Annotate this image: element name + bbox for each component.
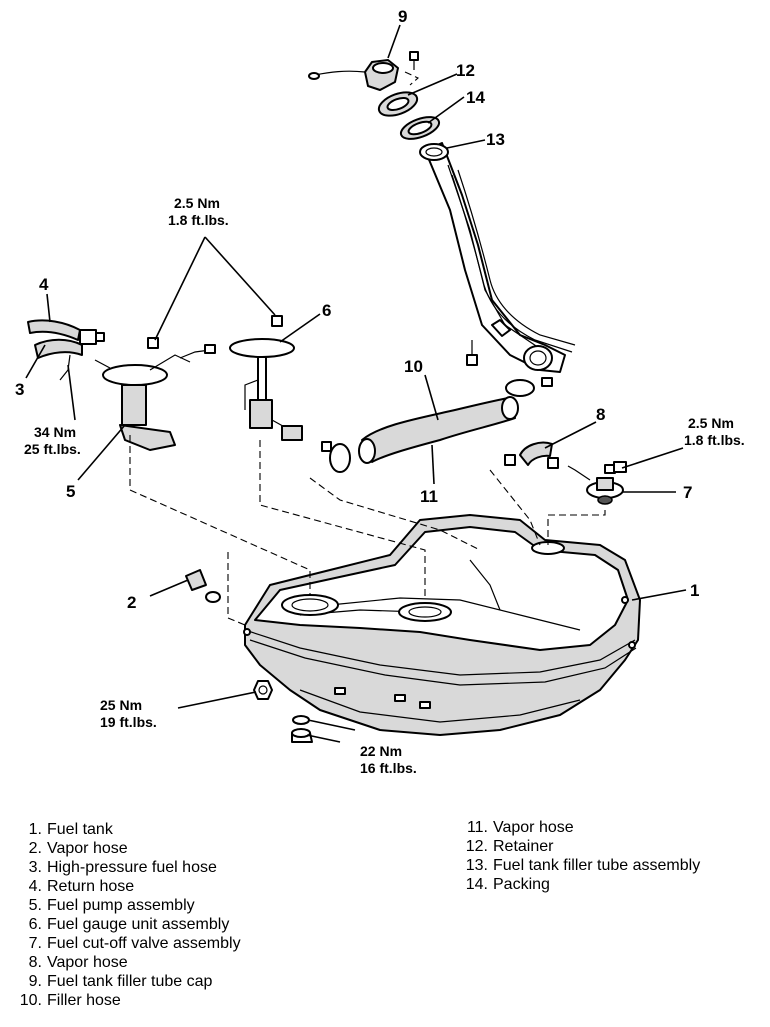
callout-8: 8 [596, 405, 605, 424]
legend-number: 3. [28, 859, 42, 876]
hose-clamp-upper [505, 377, 553, 397]
torque-valve-metric: 2.5 Nm [688, 415, 734, 431]
legend-number: 11. [466, 819, 488, 836]
vapor-hose-upper [504, 441, 559, 469]
legend-item: 7. Fuel cut-off valve assembly [12, 934, 342, 953]
legend-number: 12. [465, 838, 488, 855]
legend-item: 11. Vapor hose [458, 818, 763, 837]
legend-label: Fuel tank filler tube assembly [493, 857, 701, 874]
high-pressure-hose [34, 338, 83, 359]
filler-cap [308, 59, 399, 91]
callout-13: 13 [486, 130, 505, 149]
legend-number: 1. [28, 821, 42, 838]
callout-9: 9 [398, 7, 407, 26]
legend-label: Return hose [47, 878, 135, 895]
callout-7: 7 [683, 483, 692, 502]
legend-label: Vapor hose [47, 954, 128, 971]
tank-nut-left [253, 680, 273, 700]
legend-number: 6. [28, 916, 42, 933]
filler-hose [358, 396, 519, 464]
legend-number: 8. [28, 954, 42, 971]
callout-11: 11 [420, 487, 438, 506]
torque-return-metric: 34 Nm [34, 424, 76, 440]
callout-3: 3 [15, 380, 24, 399]
legend-item: 13. Fuel tank filler tube assembly [458, 856, 763, 875]
legend-item: 8. Vapor hose [12, 953, 342, 972]
legend-label: Filler hose [47, 992, 121, 1009]
legend-number: 13. [465, 857, 488, 874]
legend-item: 3. High-pressure fuel hose [12, 858, 342, 877]
legend-item: 14. Packing [458, 875, 763, 894]
callout-2: 2 [127, 593, 136, 612]
callout-4: 4 [39, 275, 49, 294]
legend-label: Retainer [493, 838, 554, 855]
return-hose [27, 319, 81, 341]
vapor-hose-left [185, 569, 221, 603]
callout-10: 10 [404, 357, 423, 376]
torque-sender-imperial: 1.8 ft.lbs. [168, 212, 229, 228]
legend-number: 7. [28, 935, 42, 952]
legend-item: 12. Retainer [458, 837, 763, 856]
legend-left: 1. Fuel tank 2. Vapor hose 3. High-pressure… [12, 820, 342, 1010]
callout-numbers: 1 2 3 4 5 6 7 8 9 10 11 12 13 14 [15, 7, 699, 612]
legend-label: Vapor hose [493, 819, 574, 836]
retainer [377, 91, 419, 117]
legend-item: 1. Fuel tank [12, 820, 342, 839]
legend-number: 14. [465, 876, 488, 893]
legend-number: 9. [28, 973, 42, 990]
legend-item: 9. Fuel tank filler tube cap [12, 972, 342, 991]
legend-label: Packing [493, 876, 550, 893]
legend-right: 11. Vapor hose 12. Retainer 13. Fuel tank f… [458, 818, 763, 894]
legend-number: 2. [28, 840, 42, 857]
fuel-system-exploded-diagram: 1 2 3 4 5 6 7 8 9 10 11 12 13 14 2.5 Nm … [15, 7, 745, 776]
legend-label: Fuel tank [47, 821, 113, 838]
callout-5: 5 [66, 482, 75, 501]
legend-item: 4. Return hose [12, 877, 342, 896]
legend-item: 2. Vapor hose [12, 839, 342, 858]
torque-return-imperial: 25 ft.lbs. [24, 441, 81, 457]
filler-tube-assembly [419, 142, 576, 373]
torque-valve-imperial: 1.8 ft.lbs. [684, 432, 745, 448]
callout-6: 6 [322, 301, 331, 320]
tank-nut-right [291, 715, 313, 743]
torque-strap-left-imperial: 19 ft.lbs. [100, 714, 157, 730]
legend-item: 5. Fuel pump assembly [12, 896, 342, 915]
legend-number: 5. [28, 897, 42, 914]
legend-number: 4. [28, 878, 42, 895]
legend-item: 10. Filler hose [12, 991, 342, 1010]
legend-label: Fuel pump assembly [47, 897, 195, 914]
torque-strap-left-metric: 25 Nm [100, 697, 142, 713]
torque-sender-metric: 2.5 Nm [174, 195, 220, 211]
hose-clamp-lower [321, 441, 351, 473]
assembly-guide-lines [129, 435, 606, 626]
pump-bolt [147, 337, 159, 349]
fuel-gauge-unit [229, 338, 303, 441]
cutoff-valve [567, 464, 624, 505]
filler-bolt [466, 340, 478, 366]
fuel-pump-assembly [94, 354, 191, 451]
leader-lines [25, 24, 687, 743]
cap-screw [409, 51, 419, 70]
legend-label: Fuel gauge unit assembly [47, 916, 230, 933]
torque-strap-right-imperial: 16 ft.lbs. [360, 760, 417, 776]
pump-connector [179, 344, 216, 359]
torque-specs: 2.5 Nm 1.8 ft.lbs. 34 Nm 25 ft.lbs. 2.5 … [24, 195, 745, 776]
callout-14: 14 [466, 88, 485, 107]
legend-number: 10. [19, 992, 42, 1009]
gauge-bolt [271, 315, 283, 327]
callout-1: 1 [690, 581, 699, 600]
legend-label: Vapor hose [47, 840, 128, 857]
legend-label: Fuel cut-off valve assembly [47, 935, 241, 952]
legend-label: High-pressure fuel hose [47, 859, 217, 876]
callout-12: 12 [456, 61, 475, 80]
legend-item: 6. Fuel gauge unit assembly [12, 915, 342, 934]
torque-strap-right-metric: 22 Nm [360, 743, 402, 759]
legend-label: Fuel tank filler tube cap [47, 973, 213, 990]
fuel-tank [243, 514, 641, 736]
